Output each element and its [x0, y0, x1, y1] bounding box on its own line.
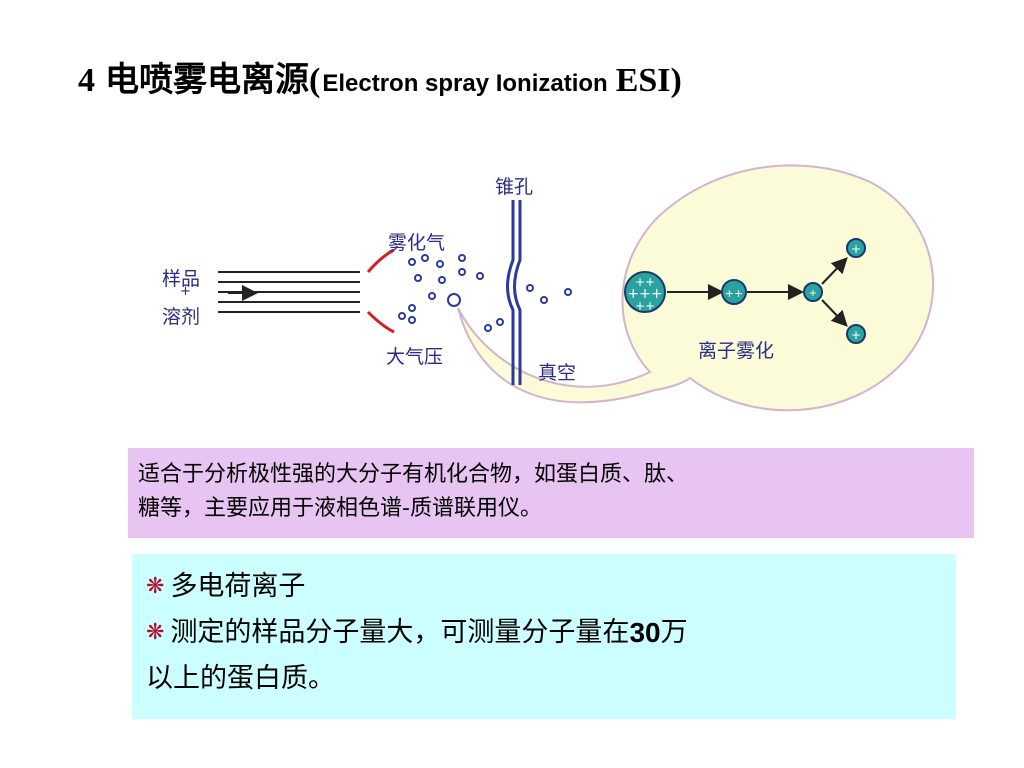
svg-text:+: +: [809, 288, 817, 299]
ion-cluster-medium: ++: [721, 279, 747, 305]
svg-text:++: ++: [725, 287, 743, 300]
svg-text:+: +: [851, 328, 861, 342]
feature-item-2-continuation: 以上的蛋白质。: [146, 663, 335, 694]
feature-item-2-number: 30: [629, 617, 661, 648]
title-chinese: 电喷雾电离源: [105, 60, 309, 100]
esi-diagram: +++ ++ ++ ++ + + + 样品 + 溶剂 雾化气 大气压 锥孔 真空…: [150, 160, 1020, 430]
ion-cluster-small: +: [803, 282, 823, 302]
gas-flow-bottom: [366, 310, 395, 334]
snowflake-bullet-icon: ❋: [146, 620, 165, 645]
ion-cluster-large: +++ ++ ++: [624, 271, 666, 313]
snowflake-bullet-icon: ❋: [146, 574, 165, 599]
description-line-1: 适合于分析极性强的大分子有机化合物，如蛋白质、肽、: [138, 462, 689, 487]
split-arrow-up: [821, 257, 848, 285]
title-abbreviation: ESI: [615, 62, 671, 99]
single-ion-bottom: +: [846, 324, 866, 344]
single-ion-top: +: [846, 238, 866, 258]
esi-diagram-graphic: +++ ++ ++ ++ + + +: [218, 164, 935, 412]
feature-item-1: ❋ 多电荷离子: [146, 564, 942, 610]
title-number: 4: [78, 62, 95, 99]
slide-title: 4 电喷雾电离源 ( Electron spray Ionization ESI…: [78, 52, 682, 104]
cone-label: 锥孔: [495, 176, 534, 198]
ionization-label: 离子雾化: [698, 340, 775, 362]
svg-text:++: ++: [635, 299, 655, 313]
title-english: Electron spray Ionization: [322, 70, 608, 97]
sampling-cone: [506, 200, 522, 385]
title-open-paren: (: [309, 62, 321, 99]
split-arrow-down: [821, 299, 848, 327]
vacuum-label: 真空: [538, 362, 577, 384]
title-close-paren: ): [670, 62, 682, 99]
spray-droplets: [398, 254, 572, 332]
plus-label: +: [180, 284, 191, 299]
feature-item-2-text: 测定的样品分子量大，可测量分子量在: [170, 617, 630, 648]
feature-item-1-text: 多电荷离子: [170, 571, 306, 602]
solvent-label: 溶剂: [162, 306, 201, 328]
sample-label: 样品: [162, 268, 201, 290]
description-box: 适合于分析极性强的大分子有机化合物，如蛋白质、肽、 糖等，主要应用于液相色谱-质…: [128, 448, 974, 538]
atmospheric-pressure-label: 大气压: [386, 346, 444, 368]
svg-text:+: +: [851, 242, 861, 256]
svg-text:+++: +++: [627, 286, 662, 302]
gas-flow-top: [366, 248, 395, 273]
description-line-2: 糖等，主要应用于液相色谱-质谱联用仪。: [138, 496, 542, 521]
ionization-bubble: [457, 164, 935, 412]
svg-text:++: ++: [635, 275, 655, 289]
atomizing-gas-label: 雾化气: [388, 232, 446, 254]
feature-item-2-unit: 万: [660, 617, 688, 648]
